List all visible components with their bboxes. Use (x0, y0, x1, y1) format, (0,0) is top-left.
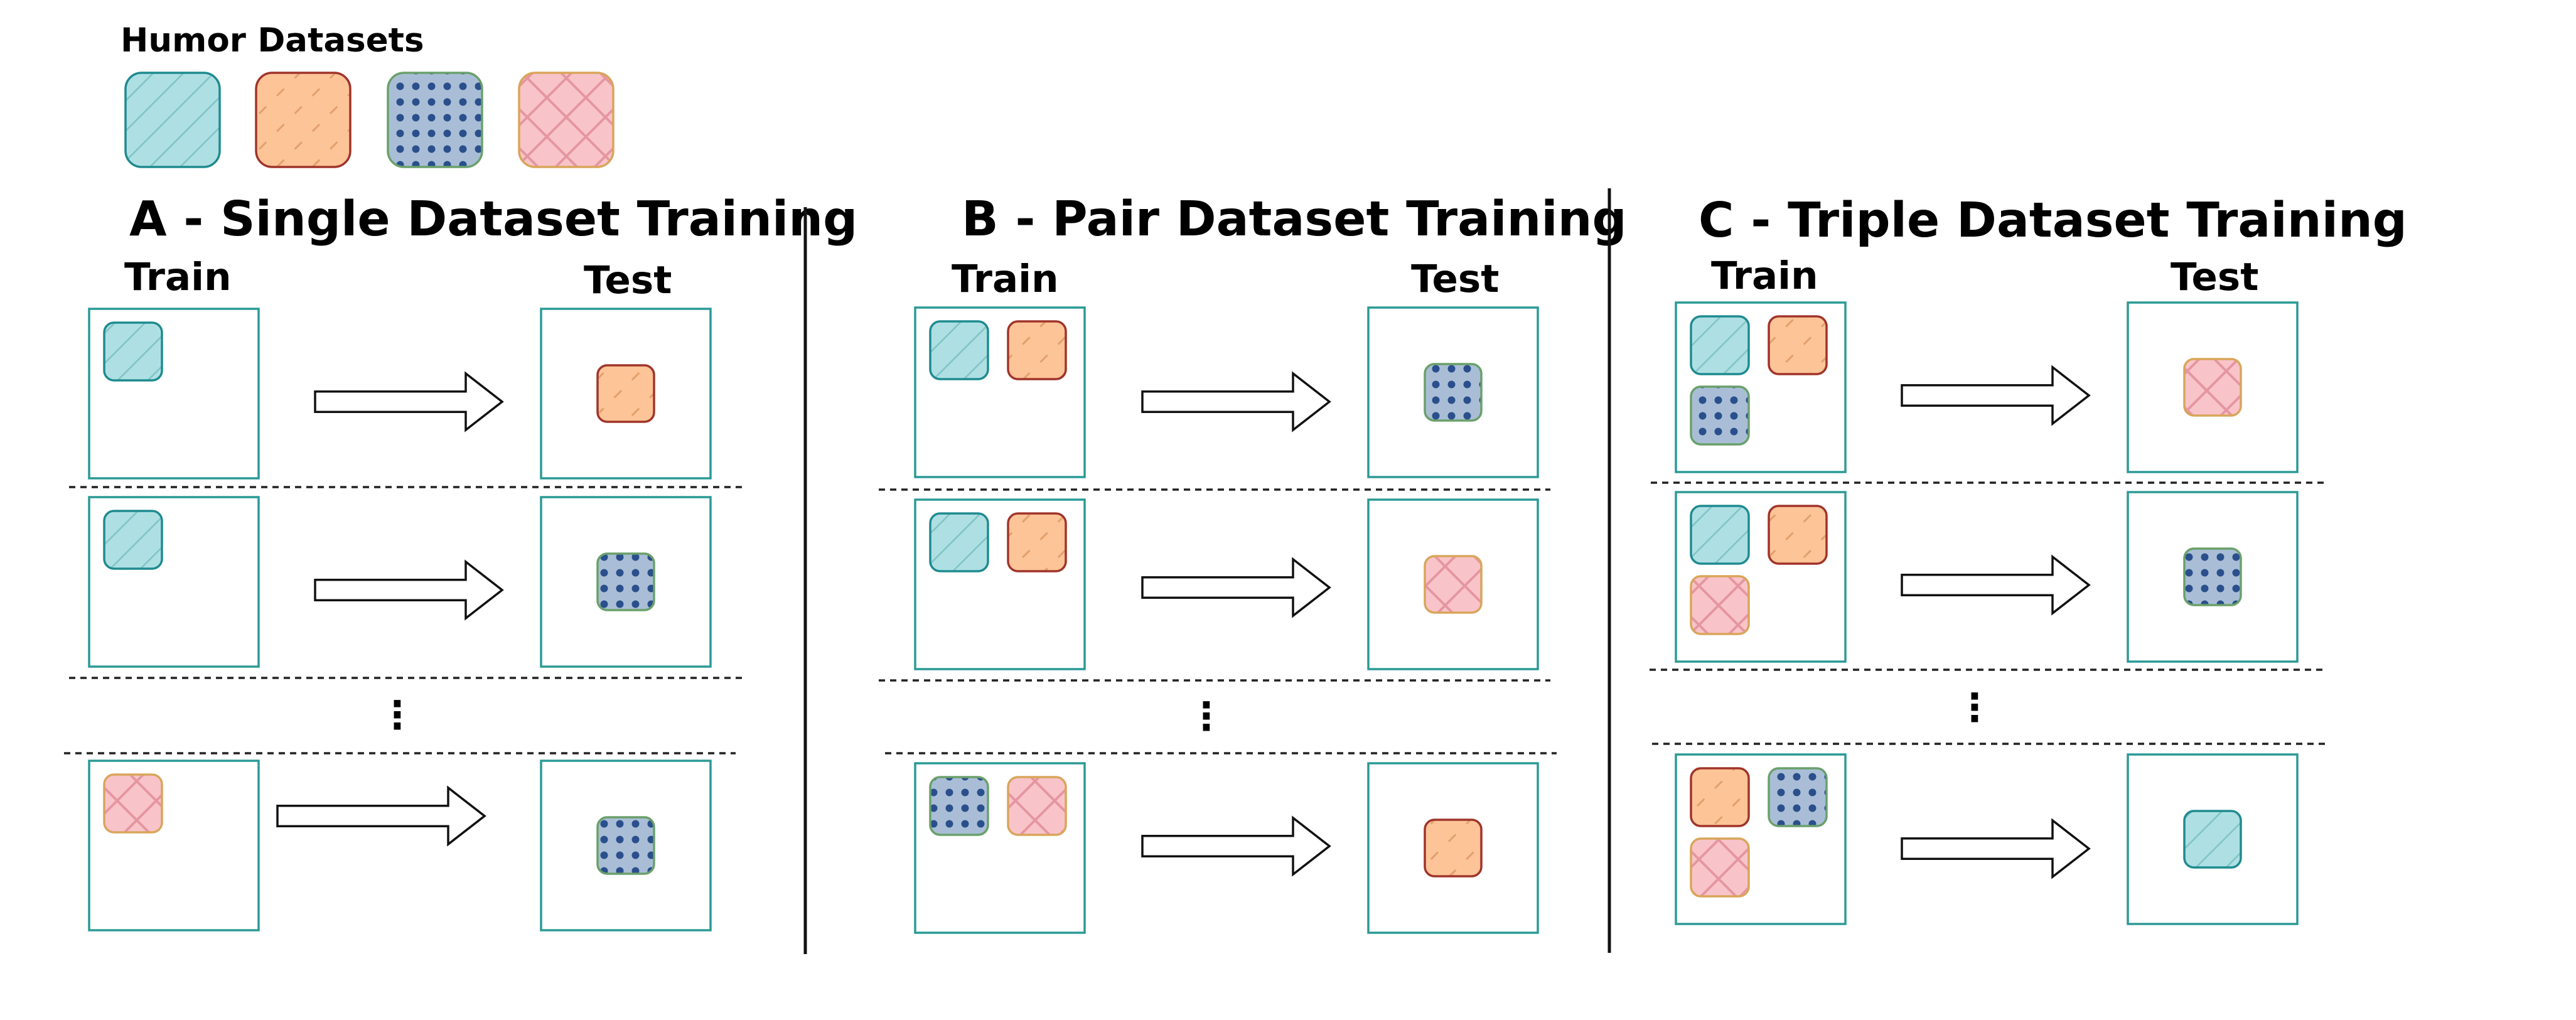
section-b-row-1 (914, 306, 1539, 478)
section-b-train-label: Train (952, 257, 1059, 301)
right-arrow-icon (1901, 365, 2091, 426)
legend-orange-dashed-icon (255, 72, 352, 168)
legend (124, 72, 614, 168)
right-arrow-icon (1901, 818, 2091, 879)
right-arrow-icon (1141, 557, 1331, 618)
test-orange-dashed-icon (1424, 819, 1483, 878)
train-blue-dotted-icon (1768, 767, 1828, 827)
train-blue-dotted-icon (1690, 385, 1750, 446)
train-teal-diagonal-icon (929, 512, 989, 572)
section-c-row-3 (1675, 753, 2299, 925)
section-a-test-label: Test (584, 258, 672, 303)
train-teal-diagonal-icon (103, 321, 163, 382)
section-a-ellipsis: ⋮ (378, 693, 417, 738)
train-teal-diagonal-icon (1690, 505, 1750, 565)
train-orange-dashed-icon (1768, 315, 1828, 375)
section-c-ellipsis: ⋮ (1956, 685, 1994, 730)
train-teal-diagonal-icon (1690, 315, 1750, 375)
test-blue-dotted-icon (596, 552, 655, 611)
test-blue-dotted-icon (2183, 547, 2242, 606)
right-arrow-icon (314, 371, 504, 432)
test-teal-diagonal-icon (2183, 810, 2242, 869)
right-arrow-icon (1901, 554, 2091, 616)
section-a-row-2 (88, 496, 712, 668)
test-orange-dashed-icon (596, 364, 655, 423)
legend-title: Humor Datasets (121, 21, 424, 60)
right-arrow-icon (314, 559, 504, 621)
train-orange-dashed-icon (1007, 320, 1067, 380)
section-b-ellipsis: ⋮ (1188, 694, 1226, 739)
train-orange-dashed-icon (1768, 505, 1828, 565)
section-c-row-1 (1675, 301, 2299, 473)
train-pink-crosshatch-icon (1690, 575, 1750, 635)
train-pink-crosshatch-icon (1007, 776, 1067, 836)
train-orange-dashed-icon (1690, 767, 1750, 827)
section-b-test-label: Test (1411, 257, 1499, 301)
section-c-title: C - Triple Dataset Training (1699, 193, 2407, 249)
test-blue-dotted-icon (1424, 363, 1483, 422)
section-b-row-3 (914, 762, 1539, 934)
train-pink-crosshatch-icon (1690, 837, 1750, 898)
right-arrow-icon (1141, 815, 1331, 877)
diagram-body (64, 301, 2330, 934)
train-teal-diagonal-icon (929, 320, 989, 380)
section-c-row-2 (1675, 491, 2299, 663)
test-panel (1367, 306, 1539, 478)
section-b-title: B - Pair Dataset Training (962, 191, 1627, 247)
section-a-row-1 (88, 308, 712, 480)
train-pink-crosshatch-icon (103, 773, 163, 834)
legend-pink-crosshatch-icon (518, 72, 614, 168)
train-orange-dashed-icon (1007, 512, 1067, 572)
train-teal-diagonal-icon (103, 510, 163, 570)
right-arrow-icon (1141, 371, 1331, 432)
test-pink-crosshatch-icon (1424, 555, 1483, 614)
legend-teal-diagonal-icon (124, 72, 221, 168)
right-arrow-icon (276, 785, 486, 847)
train-blue-dotted-icon (929, 776, 989, 836)
test-pink-crosshatch-icon (2183, 358, 2242, 417)
section-c-train-label: Train (1711, 254, 1818, 298)
section-a-train-label: Train (124, 255, 232, 299)
section-b-row-2 (914, 498, 1539, 670)
train-panel (88, 496, 260, 668)
section-a-title: A - Single Dataset Training (129, 191, 857, 247)
section-a-row-3 (88, 760, 712, 931)
section-c-test-label: Test (2171, 255, 2258, 299)
test-blue-dotted-icon (596, 816, 655, 875)
legend-blue-dotted-icon (387, 72, 483, 168)
